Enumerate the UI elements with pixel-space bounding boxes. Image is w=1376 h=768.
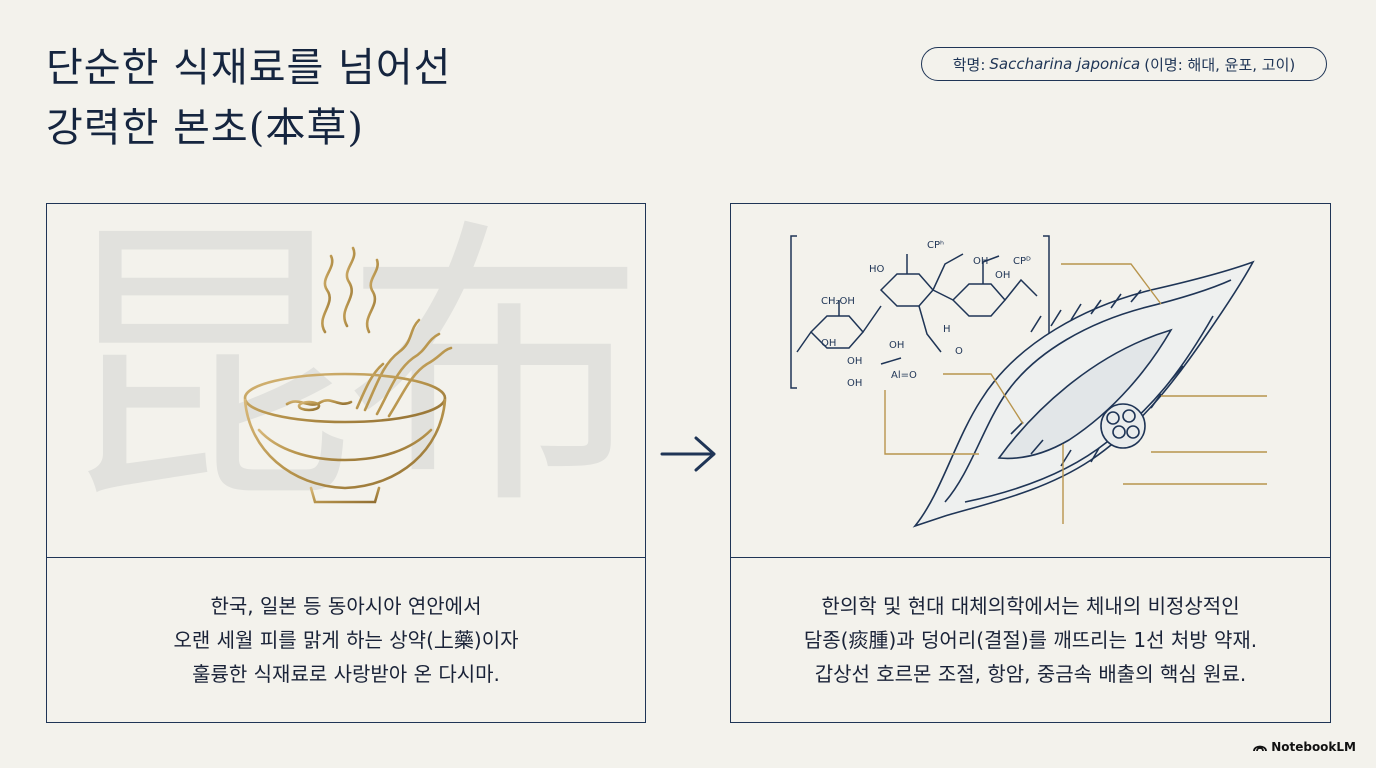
sugar-ring-1-bond <box>796 331 812 353</box>
molecule-label: CH₂OH <box>821 296 855 307</box>
molecule-label: H <box>943 324 951 335</box>
caption-line: 담종(痰腫)과 덩어리(결절)를 깨뜨리는 1선 처방 약재. <box>803 628 1258 652</box>
notebooklm-logo-icon <box>1253 745 1268 752</box>
polymer-bracket-left <box>790 235 797 389</box>
soup-bubble <box>297 400 321 412</box>
bowl-rim <box>243 372 447 424</box>
molecule-label: OH <box>973 256 988 267</box>
left-panel-caption: 한국, 일본 등 동아시아 연안에서 오랜 세월 피를 맑게 하는 상약(上藥)… <box>47 558 645 722</box>
steam-wisp-1 <box>321 254 334 334</box>
caption-line: 오랜 세월 피를 맑게 하는 상약(上藥)이자 <box>173 628 519 652</box>
brand-watermark: NotebookLM <box>1253 740 1356 754</box>
kelp-strand-3 <box>387 346 453 418</box>
right-panel-divider <box>731 557 1330 558</box>
molecule-label: HO <box>869 264 885 275</box>
brand-name: NotebookLM <box>1271 740 1356 754</box>
right-arrow-icon <box>660 436 716 472</box>
steam-wisp-3 <box>365 258 379 334</box>
caption-line: 훌륭한 식재료로 사랑받아 온 다시마. <box>192 662 500 686</box>
caption-line: 한의학 및 현대 대체의학에서는 체내의 비정상적인 <box>821 594 1240 618</box>
pointer-line <box>943 373 1024 425</box>
cell-cluster <box>1100 403 1146 449</box>
pointer-line <box>1061 263 1162 305</box>
bowl-body <box>243 398 447 490</box>
molecule-label: OH <box>847 378 862 389</box>
pointer-line <box>884 390 979 455</box>
kelp-strand-2 <box>375 332 441 416</box>
molecule-label: OH <box>995 270 1010 281</box>
steam-wisp-2 <box>343 246 356 328</box>
molecule-label: CPᴰ <box>1013 256 1031 267</box>
caption-line: 갑상선 호르몬 조절, 항암, 중금속 배출의 핵심 원료. <box>814 662 1247 686</box>
kelp-cross-section <box>912 260 1255 528</box>
left-panel: 昆布 <box>46 203 646 723</box>
molecule-label: OH <box>847 356 862 367</box>
title-line-2: 강력한 본초(本草) <box>46 105 364 151</box>
sugar-ring-2 <box>879 273 934 307</box>
bowl-inner-line <box>257 428 433 462</box>
caption-line: 한국, 일본 등 동아시아 연안에서 <box>210 594 482 618</box>
kelp-strand-1 <box>363 318 421 412</box>
kelp-strand-4 <box>355 362 385 410</box>
molecule-label: OH <box>889 340 904 351</box>
soup-surface <box>285 399 353 406</box>
right-panel-art: CH₂OH OH OH OH HO CPʰ OH CPᴰ OH OH H O A… <box>731 204 1330 557</box>
scientific-name-latin: Saccharina japonica <box>989 55 1141 73</box>
molecule-label: O <box>955 346 963 357</box>
molecule-label: Al=O <box>891 370 917 381</box>
molecule-label: CPʰ <box>927 240 944 251</box>
molecule-label: OH <box>821 338 836 349</box>
scientific-name-aliases: (이명: 해대, 윤포, 고이) <box>1144 55 1296 74</box>
sugar-ring-3 <box>951 283 1006 317</box>
page-title: 단순한 식재료를 넘어선 강력한 본초(本草) <box>46 38 451 158</box>
left-panel-art: 昆布 <box>47 204 645 557</box>
right-panel: CH₂OH OH OH OH HO CPʰ OH CPᴰ OH OH H O A… <box>730 203 1331 723</box>
bowl-foot <box>309 486 381 504</box>
sugar-ring-1 <box>809 315 864 349</box>
molecule-and-kelp-cross-section: CH₂OH OH OH OH HO CPʰ OH CPᴰ OH OH H O A… <box>790 235 1267 528</box>
right-panel-caption: 한의학 및 현대 대체의학에서는 체내의 비정상적인 담종(痰腫)과 덩어리(결… <box>731 558 1330 722</box>
scientific-name-prefix: 학명: <box>952 55 986 74</box>
left-panel-divider <box>47 557 645 558</box>
title-line-1: 단순한 식재료를 넘어선 <box>46 45 452 91</box>
scientific-name-badge: 학명: Saccharina japonica (이명: 해대, 윤포, 고이) <box>921 47 1327 81</box>
soup-bowl-illustration <box>243 246 453 504</box>
